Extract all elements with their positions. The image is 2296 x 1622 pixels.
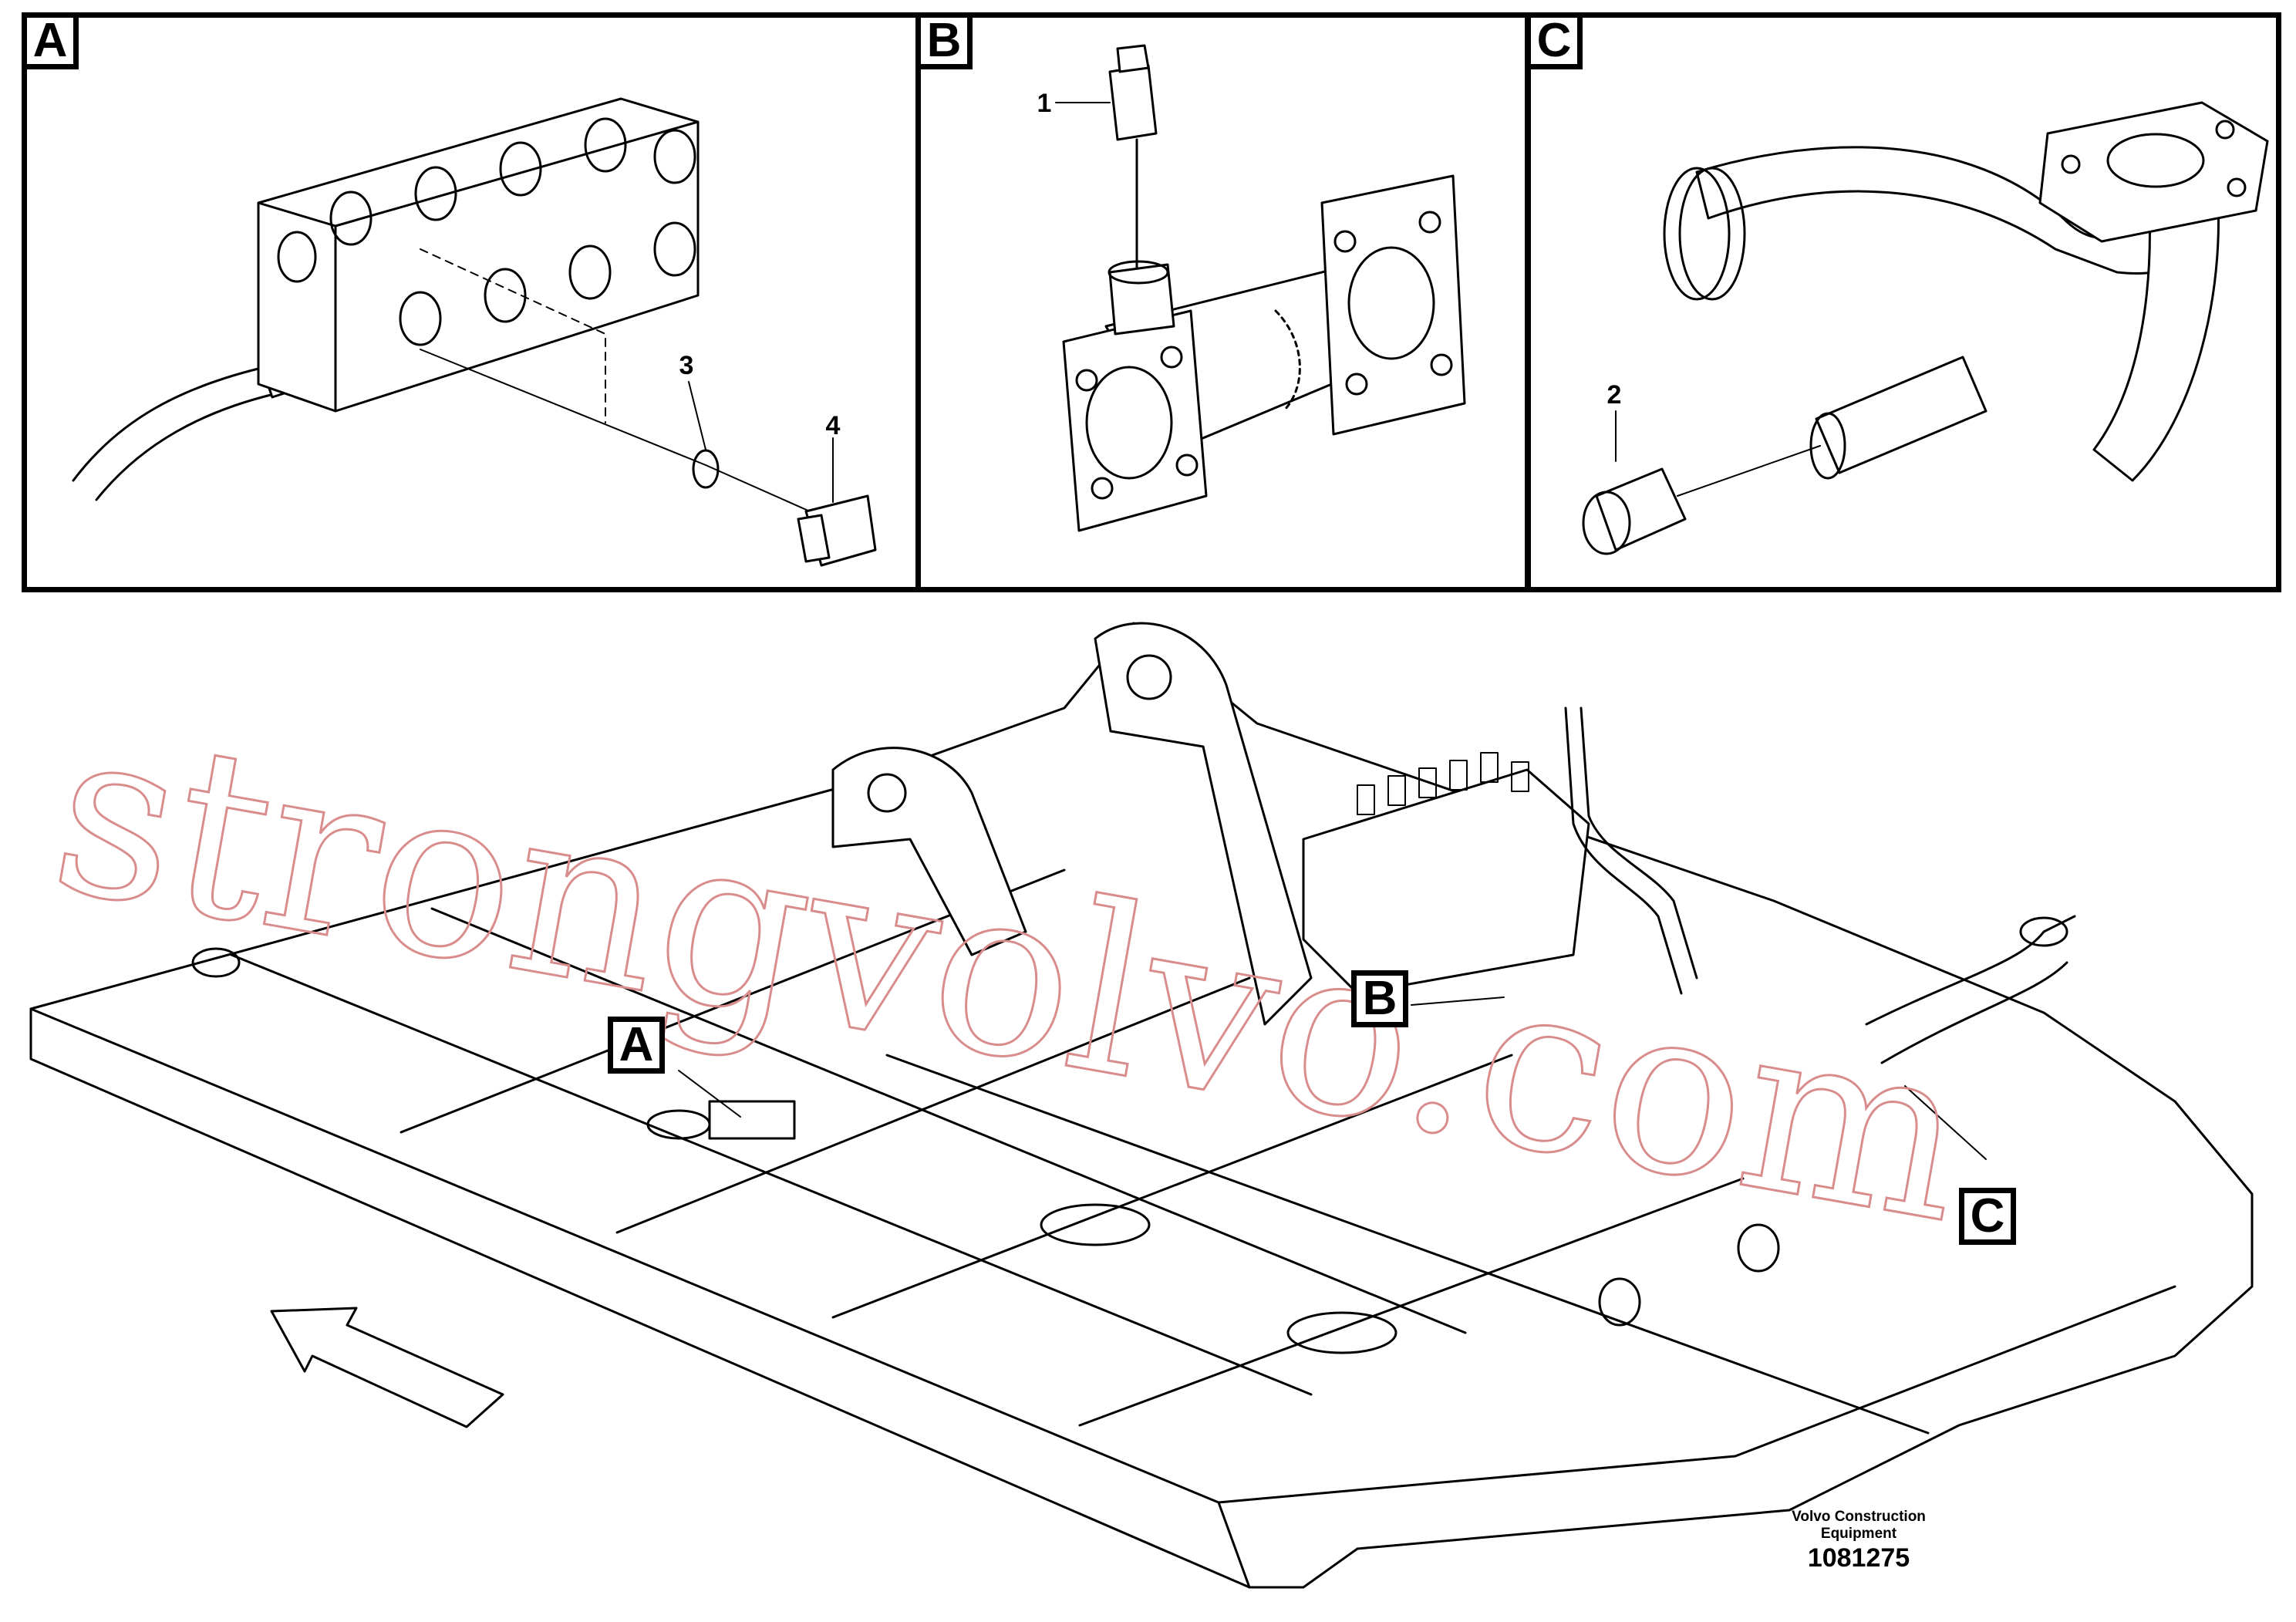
valve-block [257, 97, 700, 413]
caption-block: Volvo Construction Equipment 1081275 [1774, 1509, 1944, 1573]
forward-arrow-icon [270, 1307, 504, 1428]
cap-nut-part [1108, 64, 1158, 141]
boom-mount [1094, 622, 1313, 1026]
drawing-number: 1081275 [1807, 1543, 1910, 1573]
control-valve [1302, 768, 1590, 995]
main-view-tag-b: B [1351, 970, 1408, 1027]
detail-panel-c: C 2 [1526, 12, 2281, 592]
callout-1: 1 [1037, 89, 1052, 118]
caption-company-2: Equipment [1820, 1526, 1897, 1542]
detail-a-drawing: 3 4 [72, 97, 877, 567]
flange-right [1320, 174, 1466, 436]
callout-3: 3 [679, 351, 694, 380]
panel-label-c: C [1526, 12, 1583, 69]
callout-4: 4 [826, 411, 841, 440]
panel-label-a: A [22, 12, 79, 69]
callout-2: 2 [1607, 380, 1622, 410]
cap-part [1595, 467, 1687, 551]
detail-b-drawing: 1 [1037, 44, 1466, 532]
detail-panel-a: A 3 4 [22, 12, 921, 592]
detail-c-drawing: 2 [1582, 101, 2269, 555]
main-view-tag-c: C [1959, 1188, 2016, 1245]
elbow-vertical [2092, 178, 2220, 482]
panel-label-b: B [915, 12, 973, 69]
main-view-tag-a: A [608, 1017, 665, 1074]
block-ports [277, 117, 696, 346]
caption-company: Volvo Construction [1792, 1509, 1926, 1525]
valve-block-location [708, 1100, 796, 1140]
top-flange [2038, 101, 2269, 243]
detail-panel-b: B 1 [915, 12, 1530, 592]
main-frame-drawing: strongvolvo.com [29, 622, 2254, 1589]
flange-left [1062, 309, 1208, 532]
